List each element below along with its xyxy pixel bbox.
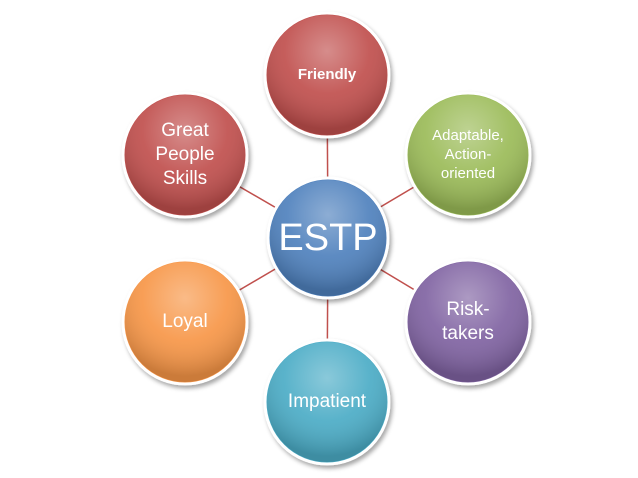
node-adaptable: Adaptable, Action-oriented [404,91,532,219]
node-label-line: People [155,144,214,165]
node-label-friendly: Friendly [298,66,357,83]
node-label-line: Risk- [446,299,489,320]
node-label-line: takers [442,323,494,344]
node-risk-takers: Risk-takers [404,258,532,386]
node-gloss-loyal [125,262,245,382]
node-gloss-impatient [267,342,387,462]
node-friendly: Friendly [263,11,391,139]
node-label-line: Skills [163,168,207,189]
node-gloss-great-people-skills [125,95,245,215]
node-label-adaptable: Adaptable, Action-oriented [432,127,504,182]
node-gloss-risk-takers [408,262,528,382]
node-gloss-adaptable [408,95,528,215]
node-label-line: Impatient [288,391,367,412]
node-loyal: Loyal [121,258,249,386]
node-label-impatient: Impatient [288,391,367,412]
center-label: ESTP [278,217,377,259]
node-label-line: Loyal [162,311,207,332]
center-node-estp: ESTP [266,176,390,300]
node-label-line: oriented [441,165,495,182]
node-label-risk-takers: Risk-takers [442,299,494,344]
center-circle-gloss [270,180,386,296]
node-label-loyal: Loyal [162,311,207,332]
node-label-line: Adaptable, [432,127,504,144]
node-label-line: Action- [445,146,492,163]
node-label-line: Friendly [298,66,357,83]
node-gloss-friendly [267,15,387,135]
node-label-line: Great [161,120,209,141]
node-impatient: Impatient [263,338,391,466]
